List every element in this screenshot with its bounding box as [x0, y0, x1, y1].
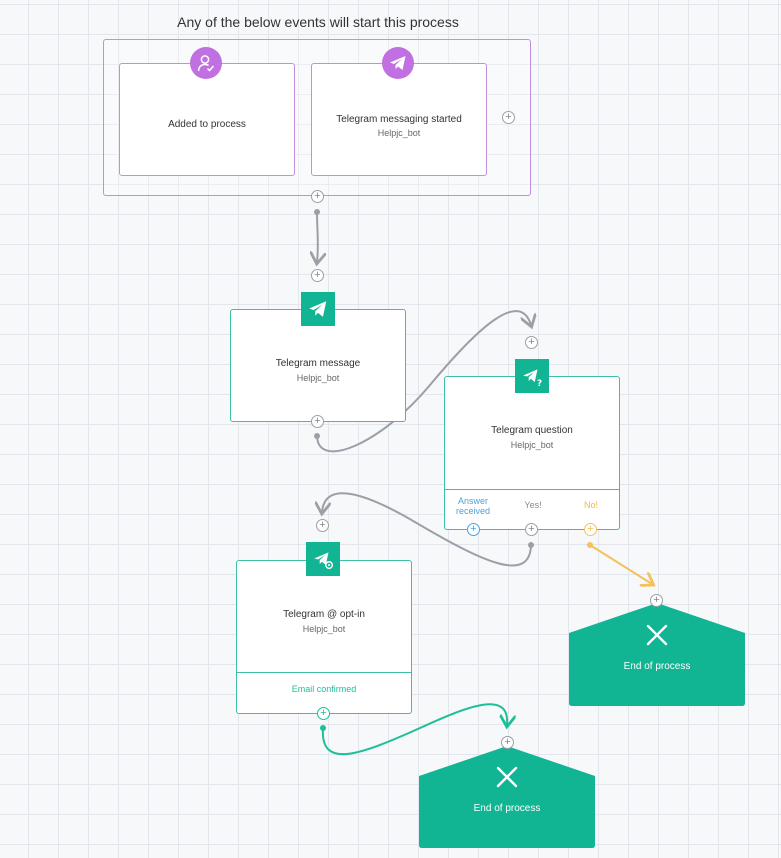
svg-text:?: ? — [537, 379, 542, 387]
outcome-yes: Yes! — [524, 500, 542, 510]
add-step-button[interactable]: + — [311, 190, 324, 203]
close-icon — [496, 766, 518, 788]
outcome-answer-received: Answer received — [455, 496, 491, 516]
add-step-button[interactable]: + — [650, 594, 663, 607]
add-step-button[interactable]: + — [501, 736, 514, 749]
outcome-no: No! — [583, 500, 598, 510]
close-icon — [646, 624, 668, 646]
node-title: Telegram question — [491, 425, 573, 436]
end-node-shape — [569, 603, 745, 706]
event-subtitle: Helpjc_bot — [377, 128, 421, 138]
telegram-optin-node[interactable]: Telegram @ opt-in Helpjc_bot Email confi… — [236, 560, 412, 714]
telegram-icon — [301, 292, 335, 326]
add-no-step-button[interactable]: + — [584, 523, 597, 536]
telegram-email-icon — [306, 542, 340, 576]
add-yes-step-button[interactable]: + — [525, 523, 538, 536]
start-group-title: Any of the below events will start this … — [177, 14, 459, 30]
node-subtitle: Helpjc_bot — [296, 373, 340, 383]
add-step-button[interactable]: + — [316, 519, 329, 532]
node-title: Telegram message — [275, 358, 361, 369]
connector-question-no-to-end — [587, 542, 652, 584]
end-node-shape — [419, 746, 595, 848]
event-title: Added to process — [168, 119, 246, 130]
user-check-icon — [190, 47, 222, 79]
node-subtitle: Helpjc_bot — [302, 624, 346, 634]
add-step-button[interactable]: + — [525, 336, 538, 349]
telegram-question-node[interactable]: Telegram question Helpjc_bot Answer rece… — [444, 376, 620, 530]
event-title: Telegram messaging started — [336, 114, 462, 125]
end-of-process-node[interactable]: End of process — [419, 746, 595, 848]
add-start-event-button[interactable]: + — [502, 111, 515, 124]
outcome-email-confirmed: Email confirmed — [291, 684, 357, 694]
event-telegram-messaging-started[interactable]: Telegram messaging started Helpjc_bot — [311, 63, 487, 176]
end-label: End of process — [623, 661, 691, 672]
add-answer-received-step-button[interactable]: + — [467, 523, 480, 536]
add-step-button[interactable]: + — [311, 269, 324, 282]
outcome-divider — [237, 672, 411, 673]
event-added-to-process[interactable]: Added to process — [119, 63, 295, 176]
add-step-button[interactable]: + — [311, 415, 324, 428]
end-of-process-node[interactable]: End of process — [569, 603, 745, 706]
node-title: Telegram @ opt-in — [283, 609, 365, 620]
telegram-question-icon: ? — [515, 359, 549, 393]
node-subtitle: Helpjc_bot — [510, 440, 554, 450]
connector-start-to-message — [314, 209, 320, 262]
telegram-icon — [382, 47, 414, 79]
add-email-confirmed-step-button[interactable]: + — [317, 707, 330, 720]
outcome-divider — [445, 489, 619, 490]
end-label: End of process — [473, 803, 541, 814]
